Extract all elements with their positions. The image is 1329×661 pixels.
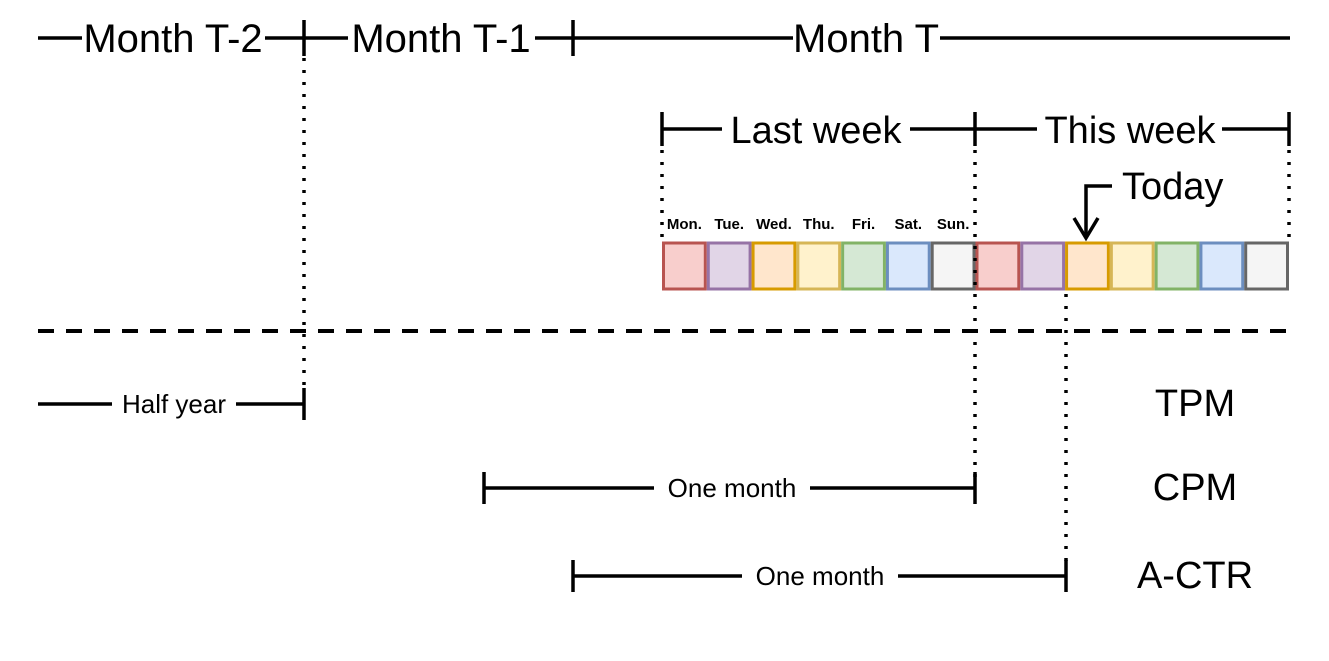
month-timeline: Month T-2 Month T-1 Month T xyxy=(38,17,1290,61)
cpm-metric-label: CPM xyxy=(1153,467,1237,509)
day-box xyxy=(1199,241,1245,291)
today-label: Today xyxy=(1122,166,1223,208)
month-label-t-1: Month T-1 xyxy=(351,17,530,61)
cpm-span-label: One month xyxy=(668,473,797,503)
month-label-t: Month T xyxy=(793,17,939,61)
today-pointer: Today xyxy=(1072,166,1223,242)
actr-metric-label: A-CTR xyxy=(1137,555,1253,597)
tpm-span-label: Half year xyxy=(122,389,226,419)
day-label: Mon. xyxy=(667,216,702,233)
window-cpm: One month CPM xyxy=(482,467,1237,509)
day-label: Fri. xyxy=(852,216,875,233)
today-arrow-line xyxy=(1084,184,1112,236)
day-box xyxy=(1244,241,1289,291)
day-label: Sat. xyxy=(895,216,923,233)
week-timeline: Last week This week xyxy=(660,110,1291,152)
day-box xyxy=(706,241,752,291)
month-label-t-2: Month T-2 xyxy=(83,17,262,61)
actr-span-label: One month xyxy=(756,561,885,591)
day-box xyxy=(751,241,797,291)
day-box xyxy=(841,241,886,291)
day-box xyxy=(1154,241,1200,291)
day-label: Sun. xyxy=(937,216,970,233)
today-arrow-head xyxy=(1072,217,1100,242)
day-box xyxy=(796,241,842,291)
window-a-ctr: One month A-CTR xyxy=(571,555,1253,597)
day-box xyxy=(1020,241,1066,291)
week-label-last: Last week xyxy=(730,110,902,152)
window-tpm: Half year TPM xyxy=(38,383,1235,425)
day-boxes xyxy=(662,241,1289,291)
day-box xyxy=(1109,241,1155,291)
day-labels: Mon. Tue. Wed. Thu. Fri. Sat. Sun. xyxy=(667,216,969,233)
day-box xyxy=(662,241,707,291)
day-box xyxy=(975,241,1021,291)
guide-lines xyxy=(302,58,1291,570)
day-label: Thu. xyxy=(803,216,835,233)
week-label-this: This week xyxy=(1044,110,1216,152)
tpm-metric-label: TPM xyxy=(1155,383,1235,425)
day-box-today xyxy=(1065,241,1110,291)
day-box xyxy=(930,241,976,291)
day-label: Tue. xyxy=(714,216,744,233)
day-box xyxy=(885,241,931,291)
day-label: Wed. xyxy=(756,216,792,233)
